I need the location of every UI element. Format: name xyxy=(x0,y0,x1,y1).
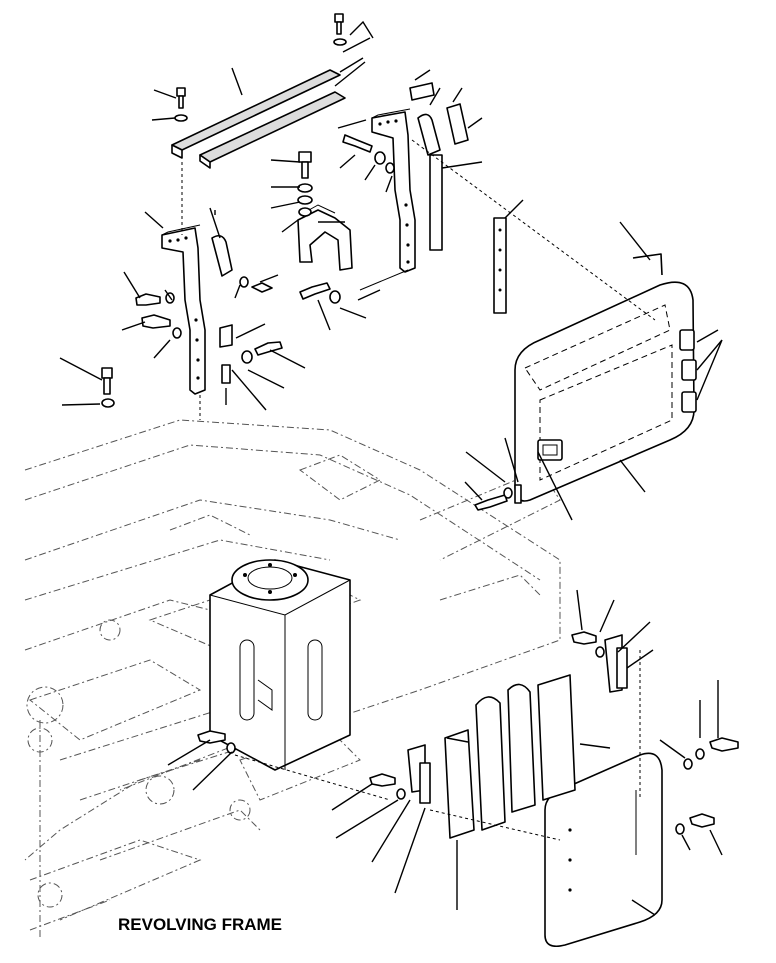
leader-lines xyxy=(59,20,723,916)
upper-door-panel xyxy=(514,253,697,502)
diagram-caption: REVOLVING FRAME xyxy=(118,915,282,934)
top-rail-assembly xyxy=(171,69,346,169)
hydraulic-tank xyxy=(209,559,351,771)
lower-seal-strips xyxy=(219,324,628,839)
seal-pads xyxy=(211,82,507,314)
alignment-lines xyxy=(181,139,656,841)
fasteners xyxy=(101,13,739,835)
left-post xyxy=(161,224,206,395)
right-post xyxy=(371,108,416,273)
